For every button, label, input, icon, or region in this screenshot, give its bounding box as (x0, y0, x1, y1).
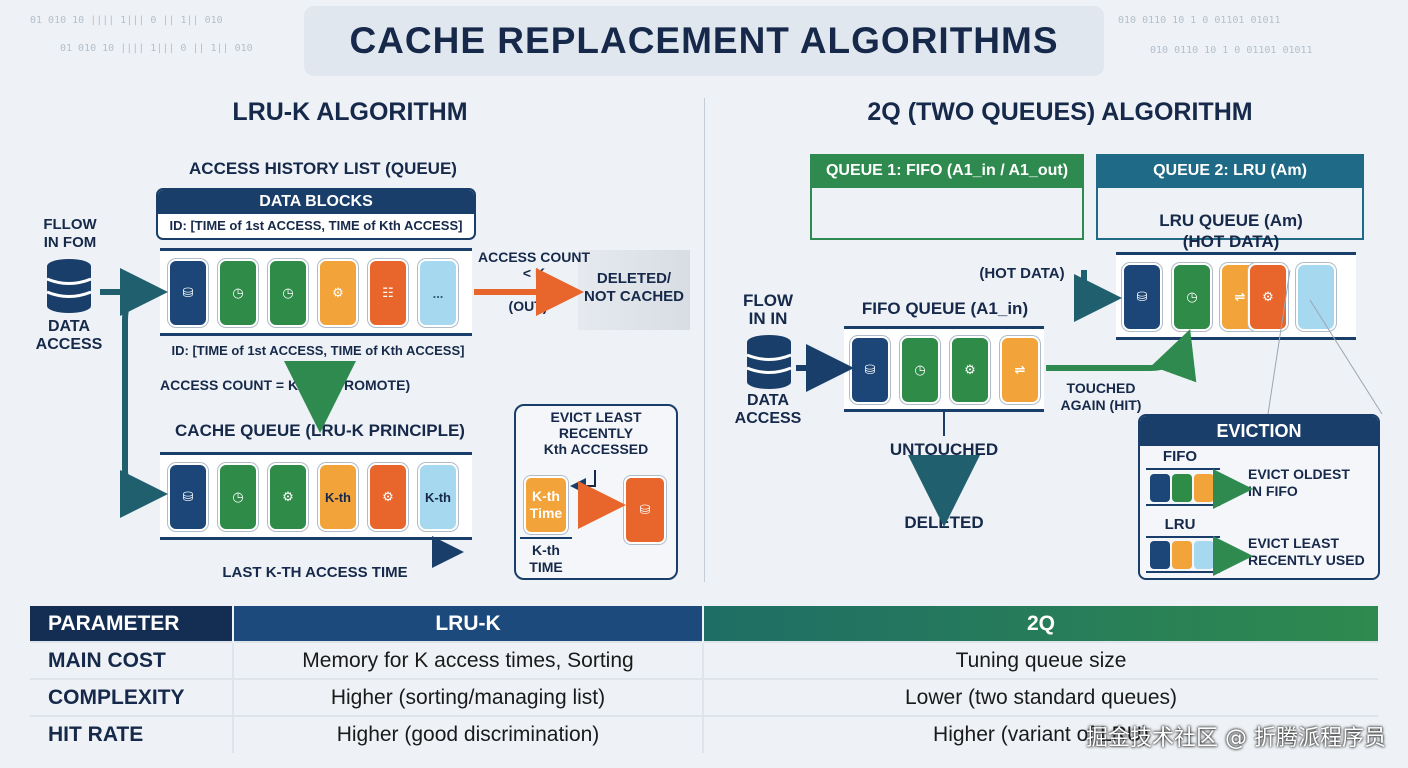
evict-fifo-block-3 (1194, 474, 1214, 502)
row-2q-value: Lower (two standard queues) (702, 678, 1378, 716)
cache-block-kth-2: K-th (418, 463, 458, 531)
flow-in-label: FLLOW IN FOM (43, 216, 97, 251)
evict-fifo-block-1 (1150, 474, 1170, 502)
cache-block-kth: K-th (318, 463, 358, 531)
eviction-fifo-line-bottom (1146, 504, 1220, 506)
arrow-hot-data (1073, 270, 1122, 322)
zoom-line-right (1309, 299, 1383, 415)
eviction-lru-line-bottom (1146, 571, 1220, 573)
lru-block-2: ◷ (1172, 263, 1212, 331)
row-lruk-value: Higher (good discrimination) (232, 715, 703, 753)
eviction-fifo-line (1146, 468, 1220, 470)
table-row: HIT RATE Higher (good discrimination) Hi… (30, 715, 1378, 753)
queue2-header: QUEUE 2: LRU (Am) (1096, 154, 1364, 188)
row-lruk-value: Memory for K access times, Sorting (232, 641, 703, 679)
table-row: MAIN COST Memory for K access times, Sor… (30, 641, 1378, 679)
touched-again-label: TOUCHED AGAIN (HIT) (1060, 380, 1142, 413)
section-divider (704, 98, 705, 582)
history-block-6: ... (418, 259, 458, 327)
header-parameter: PARAMETER (30, 606, 233, 642)
row-label: MAIN COST (30, 641, 233, 679)
queue1-panel: QUEUE 1: FIFO (A1_in / A1_out) (810, 154, 1084, 240)
fifo-block-3: ⚙ (950, 336, 990, 404)
eviction-lru-label: LRU (1164, 516, 1196, 533)
last-kth-access-label: LAST K-TH ACCESS TIME (222, 564, 408, 581)
deleted-zone (578, 250, 690, 330)
cache-block-1: ⛁ (168, 463, 208, 531)
cache-queue: ⛁ ◷ ⚙ K-th ⚙ K-th (160, 452, 472, 540)
access-history-title: ACCESS HISTORY LIST (QUEUE) (189, 159, 457, 178)
cache-block-3: ⚙ (268, 463, 308, 531)
queue1-header: QUEUE 1: FIFO (A1_in / A1_out) (810, 154, 1084, 188)
data-access-label: DATA ACCESS (35, 318, 103, 353)
eviction-fifo-label: FIFO (1162, 448, 1198, 465)
twoq-database-icon (746, 335, 792, 389)
page-title: CACHE REPLACEMENT ALGORITHMS (304, 6, 1104, 76)
id-label-top: ID: [TIME of 1st ACCESS, TIME of Kth ACC… (169, 218, 463, 233)
lru-queue: ⛁ ◷ ⇌ ⚙ (1116, 252, 1356, 340)
fifo-queue-title: FIFO QUEUE (A1_in) (861, 299, 1029, 318)
row-label: COMPLEXITY (30, 678, 233, 716)
lru-queue-title: LRU QUEUE (Am) (HOT DATA) (1159, 211, 1303, 251)
history-block-5: ☷ (368, 259, 408, 327)
arrow-evict-pointer (570, 470, 596, 494)
history-queue: ⛁ ◷ ◷ ⚙ ☷ ... (160, 248, 472, 336)
id-label-bottom: ID: [TIME of 1st ACCESS, TIME of Kth ACC… (171, 343, 465, 358)
binary-decoration-left-2: 01 010 10 |||| 1||| 0 || 1|| 010 (60, 43, 253, 54)
data-blocks-header: DATA BLOCKS (158, 190, 474, 214)
cache-block-2: ◷ (218, 463, 258, 531)
evict-lru-block-3 (1194, 541, 1214, 569)
cache-block-5: ⚙ (368, 463, 408, 531)
history-block-3: ◷ (268, 259, 308, 327)
comparison-table: PARAMETER LRU-K 2Q MAIN COST Memory for … (30, 606, 1378, 753)
binary-decoration-right-2: 010 0110 10 1 0 01101 01011 (1150, 45, 1313, 56)
twoq-flow-in-label: FLOW IN IN (742, 291, 794, 328)
row-2q-value: Tuning queue size (702, 641, 1378, 679)
kth-time-label: K-th TIME (529, 542, 563, 575)
row-lruk-value: Higher (sorting/managing list) (232, 678, 703, 716)
evict-lru-block-2 (1172, 541, 1192, 569)
watermark: 掘金技术社区 @ 折腾派程序员 (1086, 726, 1386, 751)
lruk-evict-title: EVICT LEAST RECENTLY Kth ACCESSED (543, 409, 649, 457)
binary-decoration-right: 010 0110 10 1 0 01101 01011 (1118, 15, 1281, 26)
evict-lru-block-1 (1150, 541, 1170, 569)
hot-data-label: (HOT DATA) (979, 265, 1065, 282)
fifo-block-2: ◷ (900, 336, 940, 404)
eviction-header: EVICTION (1140, 416, 1378, 446)
untouched-label: UNTOUCHED (889, 440, 999, 459)
table-row: COMPLEXITY Higher (sorting/managing list… (30, 678, 1378, 716)
binary-decoration-left: 01 010 10 |||| 1||| 0 || 1|| 010 (30, 15, 223, 26)
eviction-lru-line (1146, 536, 1220, 538)
evict-fifo-block-2 (1172, 474, 1192, 502)
table-header-row: PARAMETER LRU-K 2Q (30, 606, 1378, 642)
kth-time-block: K-th Time (524, 476, 568, 534)
lru-block-4: ⚙ (1248, 263, 1288, 331)
lru-block-1: ⛁ (1122, 263, 1162, 331)
fifo-block-1: ⛁ (850, 336, 890, 404)
eviction-lru-desc: EVICT LEAST RECENTLY USED (1248, 535, 1365, 568)
arrow-loop-to-cache (119, 289, 168, 518)
queue2-panel: QUEUE 2: LRU (Am) (1096, 154, 1364, 240)
lru-block-5 (1296, 263, 1336, 331)
header-2q: 2Q (702, 606, 1378, 642)
arrow-touched-again (1046, 329, 1197, 383)
fifo-block-4: ⇌ (1000, 336, 1040, 404)
zoom-line-left (1267, 269, 1291, 415)
eviction-fifo-desc: EVICT OLDEST IN FIFO (1248, 466, 1350, 499)
database-icon (46, 259, 92, 313)
twoq-heading: 2Q (TWO QUEUES) ALGORITHM (867, 98, 1253, 126)
row-2q-value: Higher (variant of LRU) (702, 715, 1378, 753)
row-label: HIT RATE (30, 715, 233, 753)
lruk-heading: LRU-K ALGORITHM (232, 98, 468, 126)
deleted-label: DELETED/ NOT CACHED (584, 270, 684, 305)
history-block-4: ⚙ (318, 259, 358, 327)
access-count-eq-k-label: ACCESS COUNT = K (160, 377, 299, 393)
twoq-data-access-label: DATA ACCESS (734, 392, 802, 427)
history-block-2: ◷ (218, 259, 258, 327)
data-blocks-panel: DATA BLOCKS ID: [TIME of 1st ACCESS, TIM… (156, 188, 476, 240)
history-block-1: ⛁ (168, 259, 208, 327)
fifo-queue: ⛁ ◷ ⚙ ⇌ (844, 326, 1044, 412)
flow-arrows (100, 268, 1383, 576)
header-lruk: LRU-K (232, 606, 703, 642)
